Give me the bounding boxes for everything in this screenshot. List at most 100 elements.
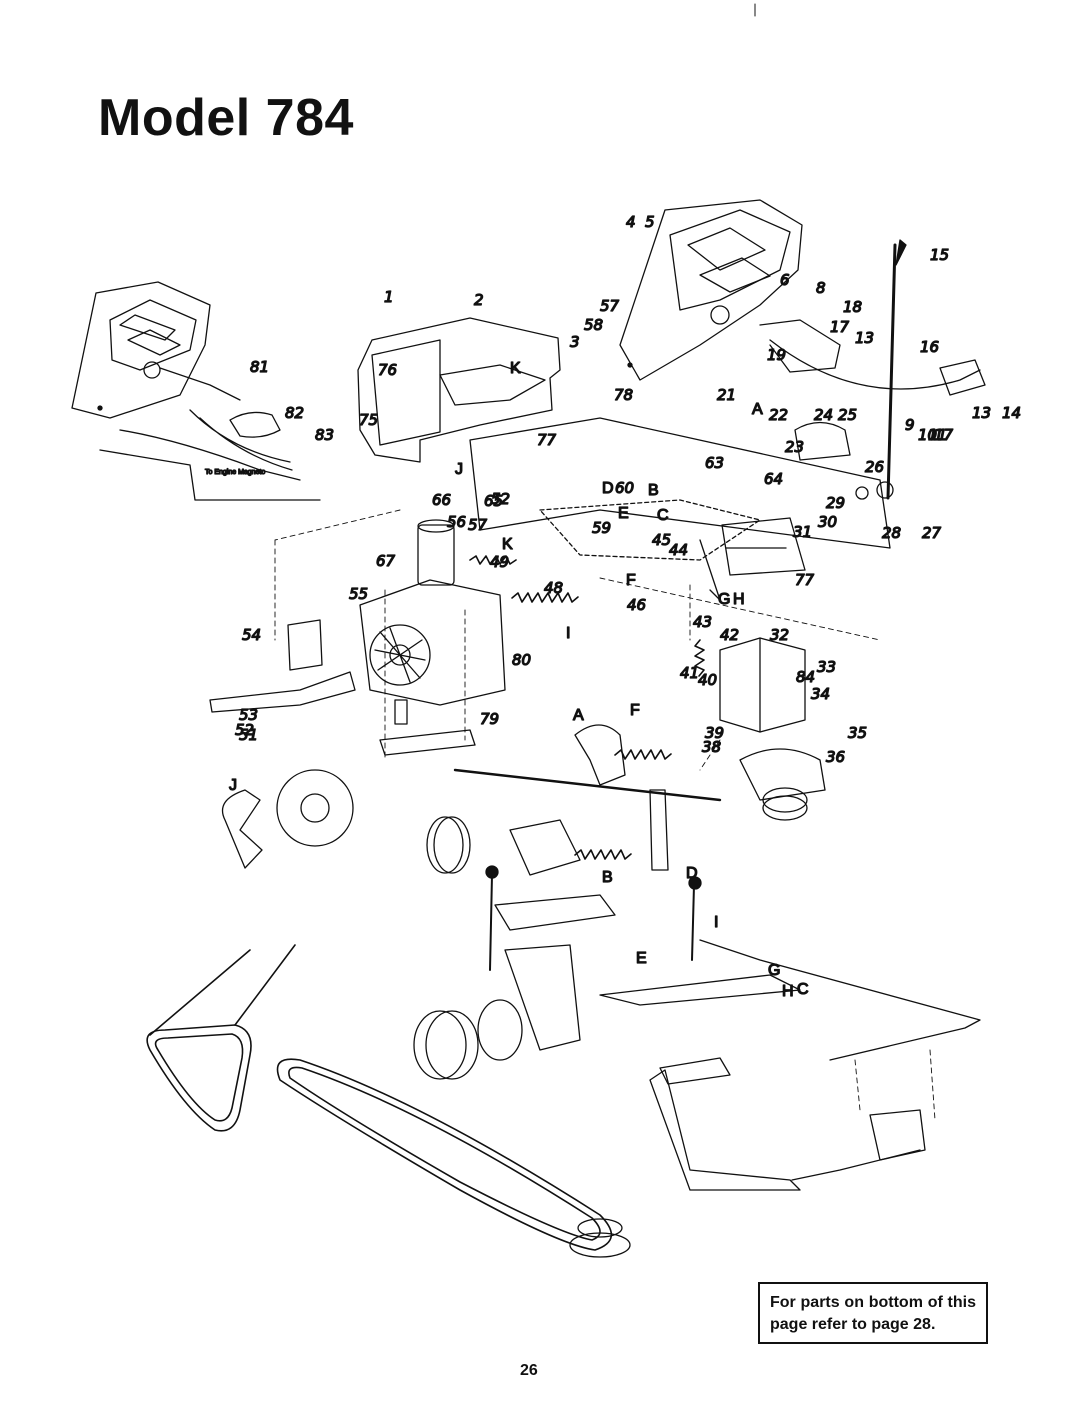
reference-letter: B [602,869,613,886]
part-number-label: 76 [378,361,397,379]
part-number-label: 49 [490,553,509,571]
part-number-label: 42 [720,626,739,644]
part-number-label: 53 [239,706,258,724]
part-number-label: 29 [826,494,845,512]
part-number-label: 31 [793,523,812,541]
part-number-label: 43 [693,613,712,631]
part-number-label: 64 [764,470,783,488]
reference-letter: F [630,702,640,719]
part-number-label: 77 [795,571,815,589]
part-number-label: 48 [544,579,563,597]
part-number-label: 11 [928,426,947,444]
part-number-label: 25 [838,406,857,424]
part-number-label: 58 [584,316,603,334]
part-number-label: 56 [447,513,466,531]
reference-letter: C [657,507,669,524]
part-number-label: 81 [250,358,269,376]
part-number-label: 26 [865,458,884,476]
shift-linkage [453,724,722,876]
part-number-label: 13 [855,329,874,347]
control-levers [485,865,702,1051]
part-number-label: 18 [843,298,862,316]
reference-letter: G [718,591,730,608]
part-number-label: 78 [614,386,633,404]
reference-letter: E [618,505,629,522]
part-number-label: 46 [627,596,646,614]
part-number-label: 79 [480,710,499,728]
reference-letter: E [636,950,647,967]
right-pedal-assembly [619,199,986,500]
part-number-label: 4 [626,213,636,231]
page-number: 26 [520,1362,538,1379]
part-number-label: 33 [817,658,836,676]
part-number-label: 8 [816,279,826,297]
part-number-label: 34 [811,685,830,703]
brake-assembly [221,769,354,869]
center-bracket [357,317,561,463]
part-number-label: 63 [705,454,724,472]
part-number-label: 44 [669,541,688,559]
part-number-label: 60 [615,479,634,497]
reference-letter: D [686,865,698,882]
part-number-label: 1 [384,288,394,306]
springs [469,555,705,860]
part-number-label: 10 [918,426,937,444]
part-number-label: 30 [818,513,837,531]
reference-letter: D [602,480,614,497]
transaxle [209,519,506,756]
part-number-label: 35 [848,724,867,742]
part-number-label: 40 [698,671,717,689]
part-number-label: 14 [1002,404,1021,422]
part-number-label: 27 [922,524,942,542]
part-number-label: 17 [830,318,850,336]
part-number-label: 75 [359,411,378,429]
part-number-label: 54 [242,626,261,644]
part-number-label: 3 [570,333,580,351]
part-number-label: 83 [315,426,334,444]
part-number-label: 6 [780,271,790,289]
leader-lines [274,509,936,1121]
reference-letter: B [648,482,659,499]
part-number-label: 28 [882,524,901,542]
page-title: Model 784 [98,89,354,147]
reference-letter: H [782,983,794,1000]
part-number-label: 84 [796,668,815,686]
part-number-label: 16 [920,338,939,356]
part-number-label: 67 [376,552,396,570]
part-number-label: 65 [484,492,503,510]
part-number-label: 17 [934,426,954,444]
reference-letter: G [768,962,780,979]
part-number-label: 19 [767,346,786,364]
part-number-label: 52 [491,490,510,508]
part-number-label: 9 [905,416,915,434]
reference-letter: I [566,625,570,642]
page-reference-note: For parts on bottom of this page refer t… [758,1282,988,1344]
part-number-label: 80 [512,651,531,669]
part-number-label: 21 [717,386,736,404]
deck-rod [599,939,981,1191]
part-number-label: 41 [680,664,699,682]
part-number-label: 45 [652,531,671,549]
reference-letter: F [626,572,636,589]
frame-channel [469,417,891,601]
part-number-label: 59 [592,519,611,537]
reference-letter: A [573,707,584,724]
reference-letter: K [510,360,521,377]
part-number-label: 24 [814,406,833,424]
reference-letter: A [752,401,763,418]
part-number-label: 13 [972,404,991,422]
part-number-label: 15 [930,246,949,264]
reference-letter: J [229,777,237,794]
magneto-label: To Engine Magneto [205,469,265,476]
reference-letter: J [455,461,463,478]
part-number-label: 82 [285,404,304,422]
reference-letter: K [502,536,513,553]
left-pedal-assembly: To Engine Magneto [71,281,321,501]
reference-letter: H [733,591,745,608]
part-number-label: 77 [537,431,557,449]
pulleys [413,816,631,1258]
part-number-label: 5 [645,213,655,231]
part-number-label: 52 [235,721,254,739]
part-number-label: 39 [705,724,724,742]
